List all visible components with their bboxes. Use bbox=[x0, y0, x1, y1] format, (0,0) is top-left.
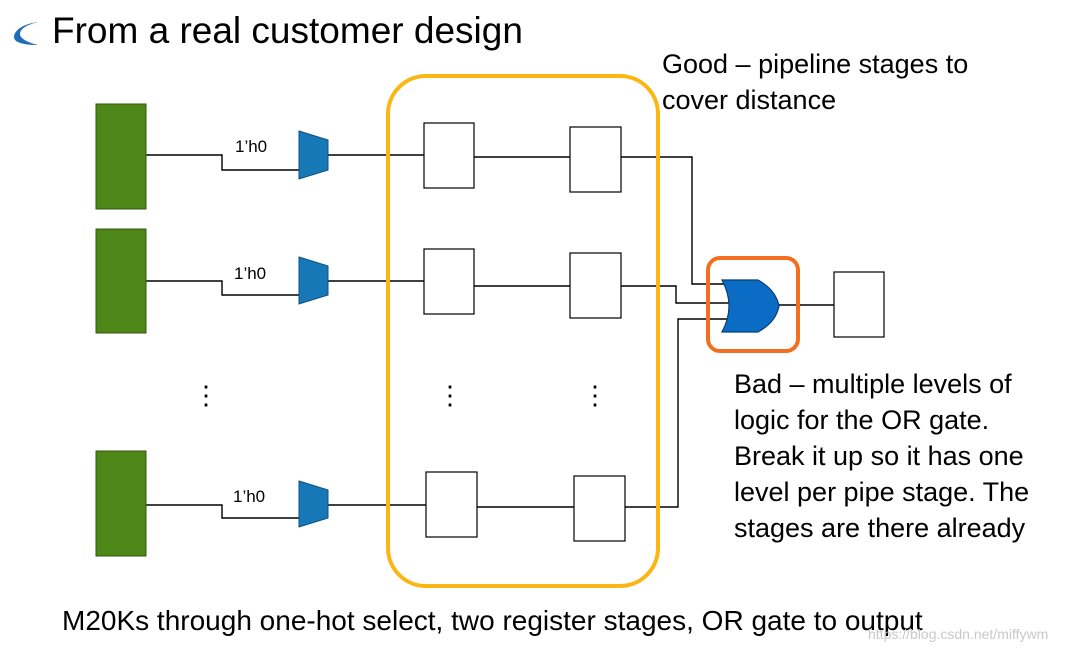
register bbox=[423, 248, 475, 315]
bad-note-line: stages are there already bbox=[734, 513, 1026, 543]
wire bbox=[621, 285, 730, 304]
bad-note: Bad – multiple levels of logic for the O… bbox=[734, 366, 1029, 546]
wires bbox=[146, 154, 834, 519]
good-note-line: cover distance bbox=[662, 85, 837, 115]
or-gate bbox=[720, 279, 780, 333]
bad-note-line: logic for the OR gate. bbox=[734, 405, 990, 435]
watermark: https://blog.csdn.net/miffywm bbox=[868, 626, 1049, 642]
register bbox=[573, 475, 626, 542]
bad-note-line: level per pipe stage. The bbox=[734, 477, 1030, 507]
register bbox=[569, 252, 622, 319]
mux bbox=[298, 130, 329, 180]
register bbox=[569, 126, 622, 193]
wire bbox=[625, 318, 727, 508]
good-pipeline-highlight bbox=[386, 74, 660, 588]
good-note: Good – pipeline stages to cover distance bbox=[662, 46, 968, 118]
m20k-block bbox=[95, 228, 147, 334]
m20k-block bbox=[95, 450, 147, 557]
slide-caption: M20Ks through one-hot select, two regist… bbox=[62, 605, 923, 636]
bad-note-line: Break it up so it has one bbox=[734, 441, 1024, 471]
register bbox=[425, 471, 478, 538]
mux bbox=[298, 480, 329, 528]
bad-note-line: Bad – multiple levels of bbox=[734, 369, 1012, 399]
bullet-icon bbox=[14, 22, 38, 45]
register bbox=[423, 122, 475, 189]
constant-label: 1’h0 bbox=[233, 487, 265, 506]
bad-or-highlight bbox=[706, 256, 800, 353]
wire bbox=[146, 504, 299, 519]
wire bbox=[146, 154, 299, 171]
good-note-line: Good – pipeline stages to bbox=[662, 49, 969, 79]
slide-title: From a real customer design bbox=[52, 10, 523, 51]
constant-label: 1’h0 bbox=[234, 264, 266, 283]
mux bbox=[298, 256, 329, 305]
wire bbox=[146, 280, 299, 296]
crescent-bullet-icon bbox=[14, 22, 38, 45]
m20k-block bbox=[95, 103, 147, 210]
ellipsis-marker: ⋮ bbox=[582, 380, 608, 410]
constant-label: 1’h0 bbox=[235, 137, 267, 156]
ellipsis-marker: ⋮ bbox=[437, 380, 463, 410]
ellipsis-marker: ⋮ bbox=[193, 380, 219, 410]
output-register bbox=[833, 271, 885, 338]
